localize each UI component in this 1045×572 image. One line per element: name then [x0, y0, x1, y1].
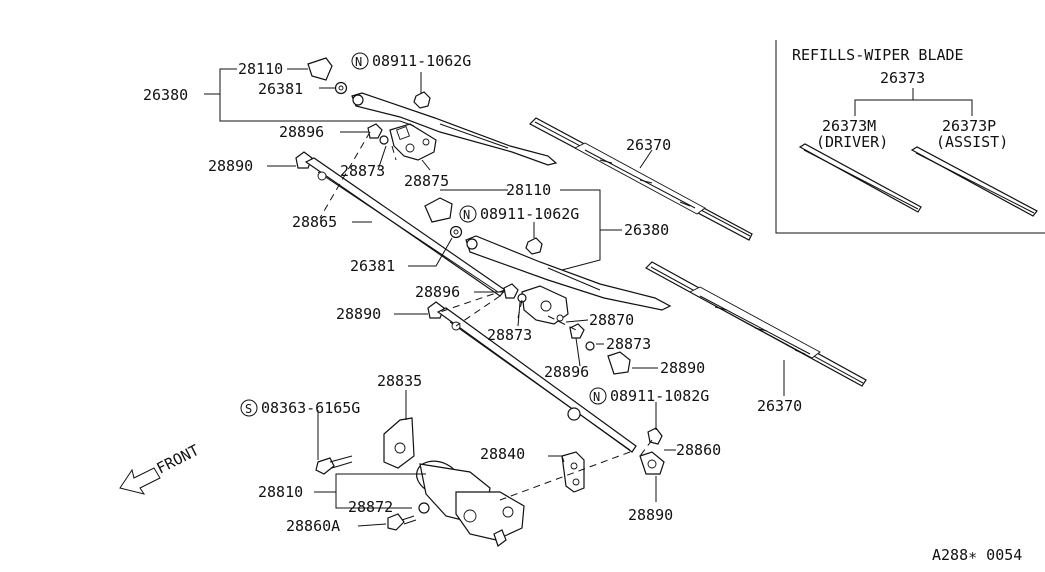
label-28840: 28840 — [480, 445, 525, 463]
wiper-blade-lower — [645, 261, 867, 387]
refill-assist-strip — [910, 146, 1038, 217]
label-28873-mid: 28873 — [487, 326, 532, 344]
label-28810: 28810 — [258, 483, 303, 501]
label-28890-bottom: 28890 — [628, 506, 673, 524]
label-26380-right: 26380 — [624, 221, 669, 239]
front-label: FRONT — [154, 441, 202, 478]
marker-n-mid: N — [459, 205, 477, 223]
refill-driver-strip — [798, 143, 922, 213]
rod-bracket-28840 — [561, 451, 585, 493]
refills-title: REFILLS-WIPER BLADE — [792, 46, 964, 64]
label-26380-left: 26380 — [143, 86, 188, 104]
label-28860: 28860 — [676, 441, 721, 459]
leader-lines — [204, 68, 785, 527]
upper-wiper-arm-assembly — [307, 57, 558, 166]
label-28890-mid: 28890 — [336, 305, 381, 323]
lower-wiper-arm — [465, 235, 672, 311]
label-28890-left: 28890 — [208, 157, 253, 175]
lower-wiper-arm-assembly — [424, 197, 672, 375]
marker-s: S — [240, 399, 258, 417]
label-28870: 28870 — [589, 311, 634, 329]
label-26370-low: 26370 — [757, 397, 802, 415]
label-28890-right: 28890 — [660, 359, 705, 377]
label-28110-top: 28110 — [238, 60, 283, 78]
label-08363: 08363-6165G — [261, 399, 360, 417]
label-28860A: 28860A — [286, 517, 340, 535]
refill-assist-part: 26373P — [942, 117, 996, 135]
svg-text:N: N — [463, 208, 470, 222]
lower-nut — [525, 237, 543, 255]
label-28875: 28875 — [404, 172, 449, 190]
refills-inset: REFILLS-WIPER BLADE 26373 26373M (DRIVER… — [775, 40, 1045, 234]
upper-spacer — [379, 135, 389, 145]
refills-group-label: 26373 — [880, 69, 925, 87]
upper-nut — [413, 91, 431, 109]
s-marker-text: S — [245, 402, 252, 416]
upper-arm-cap — [307, 57, 333, 81]
label-26381-top: 26381 — [258, 80, 303, 98]
svg-text:N: N — [593, 390, 600, 404]
lower-right-bushing — [607, 351, 631, 375]
label-28896-top: 28896 — [279, 123, 324, 141]
label-08911-mid: 08911-1062G — [480, 205, 579, 223]
label-28110-mid: 28110 — [506, 181, 551, 199]
upper-arm-pivot — [352, 94, 364, 106]
n-marker-text: N — [355, 55, 362, 69]
front-arrow: FRONT — [119, 441, 202, 495]
motor-bolt-28860A — [387, 513, 405, 531]
label-28896-mid: 28896 — [415, 283, 460, 301]
label-26370-top: 26370 — [626, 136, 671, 154]
wiper-blade-upper — [529, 117, 753, 241]
motor-washer — [418, 502, 430, 514]
marker-n-low: N — [589, 387, 607, 405]
wiper-motor-assembly — [315, 417, 525, 547]
label-26381-mid: 26381 — [350, 257, 395, 275]
inset-frame — [775, 40, 1045, 234]
refill-driver-label: (DRIVER) — [816, 133, 888, 151]
label-28872: 28872 — [348, 498, 393, 516]
upper-bushing — [367, 123, 383, 139]
marker-n-top: N — [351, 52, 369, 70]
label-08911-top: 08911-1062G — [372, 52, 471, 70]
part-labels: 28110 08911-1062G 26380 26381 28896 2887… — [143, 52, 1022, 564]
label-08911-low: 08911-1082G — [610, 387, 709, 405]
refills-bracket — [854, 99, 973, 116]
label-28865: 28865 — [292, 213, 337, 231]
label-28835: 28835 — [377, 372, 422, 390]
diagram-code: A288∗ 0054 — [932, 546, 1022, 564]
label-28873-top: 28873 — [340, 162, 385, 180]
motor-gearbox — [455, 491, 525, 541]
linkage-rod-lower — [427, 301, 637, 453]
lower-arm-cap — [424, 197, 453, 223]
label-28873-right: 28873 — [606, 335, 651, 353]
motor-bolt — [315, 457, 335, 475]
refill-assist-label: (ASSIST) — [936, 133, 1008, 151]
refill-driver-part: 26373M — [822, 117, 876, 135]
label-28896-low: 28896 — [544, 363, 589, 381]
